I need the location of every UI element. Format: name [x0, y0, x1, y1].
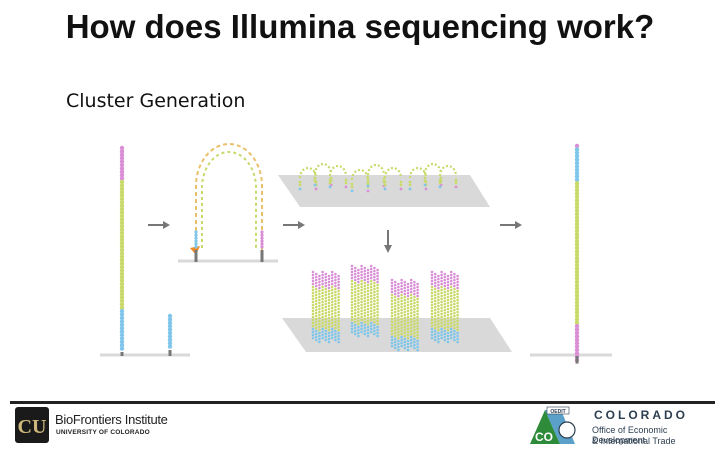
bridge-arch [190, 143, 263, 255]
footer-divider [10, 401, 715, 404]
arrow-right-2-icon [283, 221, 305, 229]
cu-university-name: UNIVERSITY OF COLORADO [56, 429, 150, 436]
office-line-2: & International Trade [592, 436, 676, 446]
arch-right-pink [260, 230, 264, 249]
final-strand [574, 143, 580, 363]
arrow-right-3-icon [500, 221, 522, 229]
arch-left-blue [194, 230, 198, 249]
slide-subtitle: Cluster Generation [66, 90, 246, 112]
cluster-4 [430, 270, 459, 344]
svg-text:OEDIT: OEDIT [550, 409, 565, 415]
bridge-cluster [298, 162, 458, 193]
oedit-logo-icon: OEDIT CO [530, 406, 576, 444]
arrow-down-icon [384, 230, 392, 253]
slide-title: How does Illumina sequencing work? [65, 8, 655, 45]
cu-institute-name: BioFrontiers Institute [55, 412, 168, 427]
office-line-1: Office of Economic Development [592, 425, 668, 445]
cluster-3 [390, 278, 419, 352]
cluster-1 [311, 270, 340, 344]
svg-text:CO: CO [535, 430, 553, 444]
cluster-2 [350, 264, 379, 338]
cu-logo-icon: CU [15, 407, 49, 443]
svg-text:CU: CU [18, 416, 47, 438]
colorado-name: COLORADO [594, 408, 688, 422]
primer-strand [167, 313, 173, 349]
arrow-right-1-icon [148, 221, 170, 229]
template-strand [119, 145, 125, 351]
cluster-generation-diagram [100, 143, 612, 364]
